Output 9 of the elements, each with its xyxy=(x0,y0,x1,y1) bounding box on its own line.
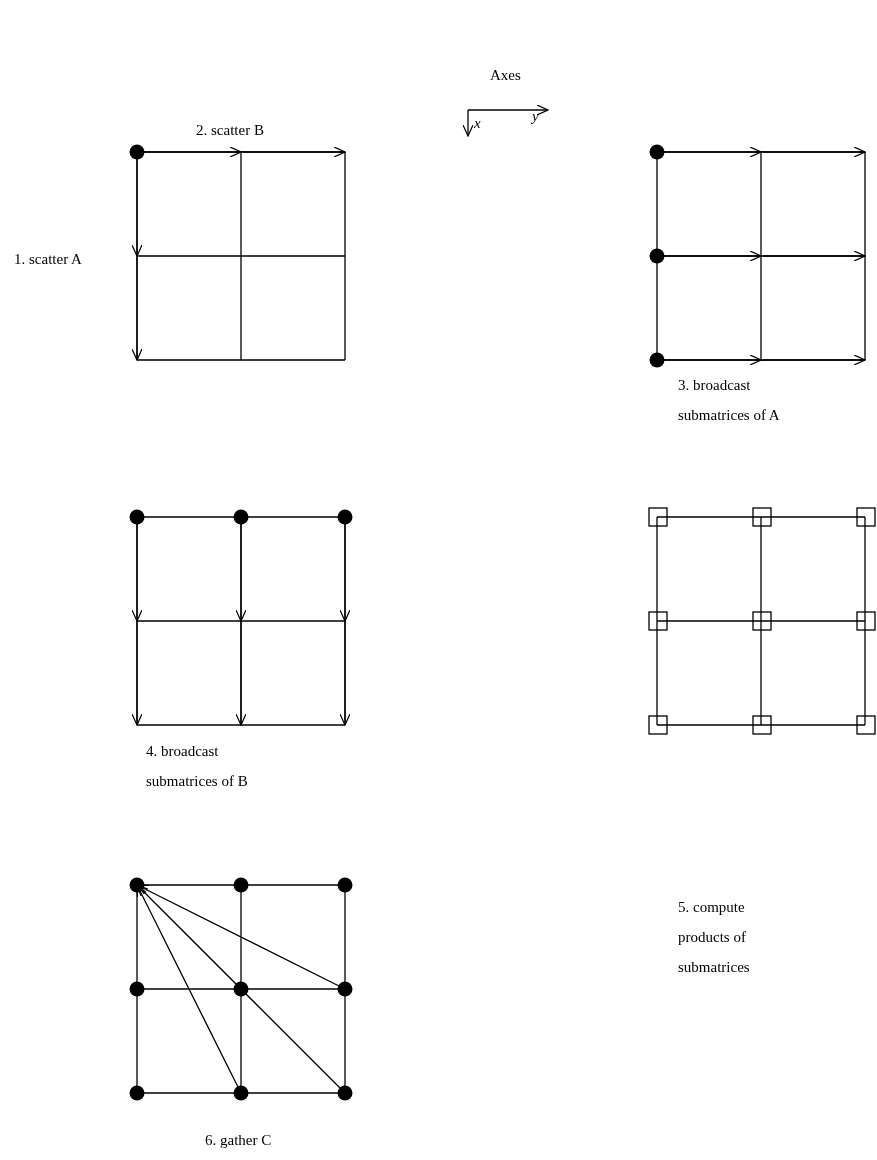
step-label: 4. broadcast submatrices of B xyxy=(146,742,249,791)
step-label: 1. scatter A xyxy=(14,250,83,269)
step-label: 5. compute products of submatrices xyxy=(678,898,751,977)
heading: Axes xyxy=(490,66,522,85)
step-label: 6. gather C xyxy=(205,1131,273,1150)
axis-label: y xyxy=(532,108,540,124)
axis-label: x xyxy=(474,115,482,131)
step-label: 3. broadcast submatrices of A xyxy=(678,376,781,425)
step-label: 2. scatter B xyxy=(196,121,265,140)
